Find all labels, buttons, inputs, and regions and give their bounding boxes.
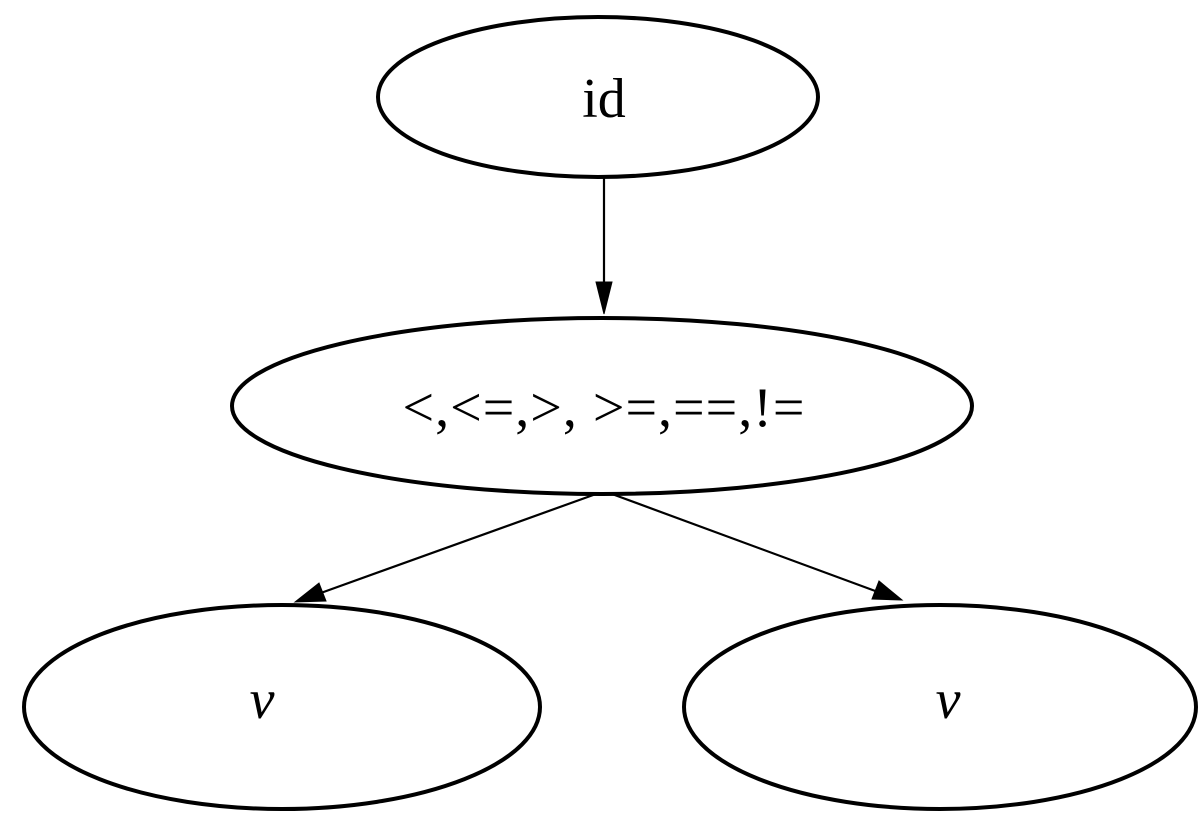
arrowhead-icon <box>293 582 327 603</box>
node-root: id <box>376 15 820 179</box>
arrowhead-icon <box>871 580 904 601</box>
arrowhead-icon <box>595 281 613 315</box>
edge-operators-to-right-value <box>611 492 904 601</box>
node-right-value: v <box>682 603 1198 811</box>
node-right-value-label: v <box>936 669 961 731</box>
node-operators-label: <,<=,>, >=,==,!= <box>403 377 806 439</box>
node-left-value: v <box>22 603 542 811</box>
node-left-value-label: v <box>250 669 275 731</box>
node-operators: <,<=,>, >=,==,!= <box>230 316 974 496</box>
edge-root-to-operators <box>595 178 613 315</box>
edge-operators-to-left-value <box>293 492 597 603</box>
edges <box>293 178 904 603</box>
node-root-label: id <box>582 68 626 130</box>
